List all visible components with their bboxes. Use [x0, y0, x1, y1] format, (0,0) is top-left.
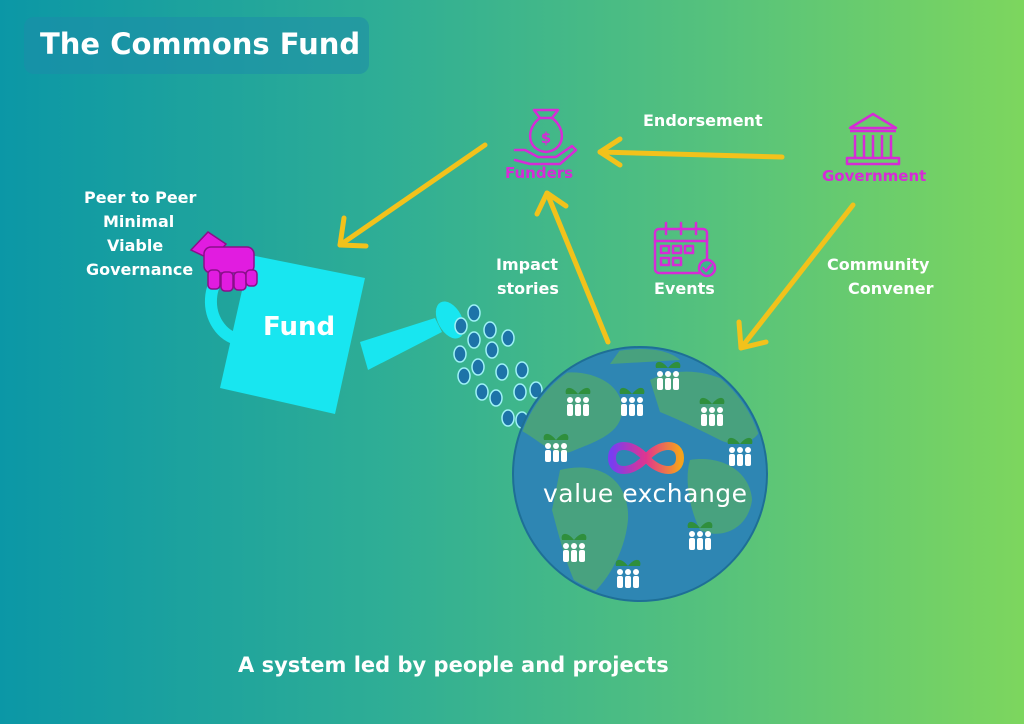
community-label-line2: Convener	[848, 279, 934, 298]
events-label: Events	[654, 279, 715, 298]
community-figures	[543, 361, 753, 588]
people-group-icon	[687, 521, 713, 550]
water-droplet	[453, 345, 467, 363]
page-title: The Commons Fund	[40, 27, 361, 61]
governance-label-line2: Minimal	[103, 212, 175, 231]
fund-label: Fund	[263, 312, 336, 342]
water-droplet	[501, 329, 515, 347]
calendar-check-icon	[653, 221, 717, 278]
svg-text:$: $	[541, 129, 551, 147]
arrow-funders-to-fund	[337, 142, 488, 249]
footer-tagline: A system led by people and projects	[238, 653, 669, 677]
water-droplet	[467, 331, 481, 349]
people-group-icon	[615, 559, 641, 588]
community-label-line1: Community	[827, 255, 930, 274]
endorsement-label: Endorsement	[643, 111, 763, 130]
bank-building-icon	[845, 112, 901, 166]
water-droplet	[457, 367, 471, 385]
water-droplet	[454, 317, 468, 335]
people-group-icon	[727, 437, 753, 466]
water-droplet	[501, 409, 515, 427]
water-droplet	[529, 381, 543, 399]
people-group-icon	[543, 433, 569, 462]
impact-label-line1: Impact	[496, 255, 559, 274]
governance-label-line1: Peer to Peer	[84, 188, 197, 207]
impact-label-line2: stories	[497, 279, 559, 298]
title-box	[24, 17, 369, 74]
people-group-icon	[561, 533, 587, 562]
water-droplet	[495, 363, 509, 381]
arrow-government-to-funders	[597, 136, 785, 168]
people-group-icon	[565, 387, 591, 416]
arrow-government-to-globe	[736, 202, 856, 351]
governance-label-line3: Viable	[107, 236, 164, 255]
governance-label-line4: Governance	[86, 260, 194, 279]
water-droplet	[489, 389, 503, 407]
fist-hand-icon	[189, 231, 258, 292]
government-label: Government	[822, 167, 927, 185]
water-droplet	[475, 383, 489, 401]
people-group-icon	[655, 361, 681, 390]
funders-label: Funders	[505, 164, 574, 182]
watering-can-icon	[204, 255, 465, 414]
people-group-icon	[619, 387, 645, 416]
water-droplet	[515, 361, 529, 379]
water-droplet	[467, 304, 481, 322]
arrow-globe-to-funders	[534, 190, 611, 345]
value-exchange-label: value exchange	[543, 479, 748, 508]
water-droplet	[471, 358, 485, 376]
people-group-icon	[699, 397, 725, 426]
money-bag-hand-icon: $	[513, 108, 578, 166]
water-droplet	[513, 383, 527, 401]
infinity-icon	[608, 442, 684, 474]
water-droplet	[485, 341, 499, 359]
water-droplet	[483, 321, 497, 339]
